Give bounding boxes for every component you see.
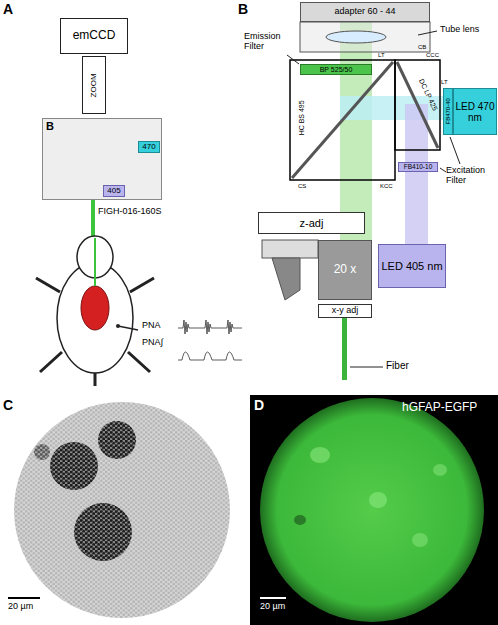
leader-line xyxy=(350,367,383,368)
optical-fiber xyxy=(91,200,95,238)
part-code: CS xyxy=(298,183,306,190)
camera-box: emCCD xyxy=(60,18,128,54)
scale-bar xyxy=(260,597,286,599)
tube-lens xyxy=(326,31,386,43)
stage-box: x-y adj xyxy=(318,304,372,318)
adapter-box: adapter 60 - 44 xyxy=(300,2,430,22)
combiner-cube xyxy=(395,60,440,150)
bright-spot xyxy=(433,464,447,476)
node-text: adapter 60 - 44 xyxy=(334,7,395,17)
electrode xyxy=(118,326,138,330)
stage-box: z-adj xyxy=(258,212,365,234)
bright-spot xyxy=(369,492,387,508)
part-code: CB xyxy=(418,44,426,51)
part-code: LT xyxy=(441,79,448,86)
excitation-filter: FB470-40 xyxy=(443,88,453,135)
part-code: KCC xyxy=(380,183,393,190)
filter-cube xyxy=(290,60,395,180)
electrode-tip xyxy=(116,324,120,328)
dichroic-495 xyxy=(292,62,393,178)
led-box: 405 xyxy=(103,185,125,197)
node-text: 470 xyxy=(142,143,155,152)
fluorescence-image xyxy=(260,398,484,622)
led-box: 470 xyxy=(138,141,160,153)
led-box: LED 470 nm xyxy=(453,88,497,135)
dichroic-425 xyxy=(397,62,438,148)
node-text: B xyxy=(46,120,54,132)
panel-letter: A xyxy=(3,2,13,17)
signal-name: PNA∫ xyxy=(142,338,163,348)
dark-spot xyxy=(34,444,50,460)
mount xyxy=(262,240,318,258)
bright-spot xyxy=(310,447,330,463)
objective-lens: 20 x xyxy=(318,240,372,300)
bright-spot xyxy=(412,533,428,547)
leader-line xyxy=(440,168,446,172)
part-code: CCC xyxy=(426,52,439,59)
node-text: x-y adj xyxy=(332,306,359,316)
scale-label: 20 µm xyxy=(260,602,285,612)
part-name: Excitation Filter xyxy=(446,166,496,186)
pna-raw-trace xyxy=(178,320,242,334)
node-text: emCCD xyxy=(73,29,116,42)
leader-line xyxy=(450,137,460,164)
panel-letter: B xyxy=(238,2,248,17)
mount-arm xyxy=(272,258,300,300)
part-name: Emission Filter xyxy=(244,32,288,52)
part-name: HC BS 495 xyxy=(297,100,305,135)
inset-box: B 470 405 xyxy=(42,118,162,200)
signal-name: PNA xyxy=(142,321,161,331)
leader-line xyxy=(287,55,299,64)
scale-label: 20 µm xyxy=(8,602,33,612)
fluorescence-background xyxy=(250,395,498,625)
fiber-bundle-image xyxy=(14,402,230,618)
dark-spot xyxy=(98,421,136,459)
brainstem-heart xyxy=(81,286,109,330)
zoom-lens: ZOOM xyxy=(82,56,106,114)
dark-spot xyxy=(74,503,132,561)
node-text: BP 525/50 xyxy=(320,66,353,74)
node-text: ZOOM xyxy=(90,73,99,97)
node-text: z-adj xyxy=(300,217,324,229)
panel-letter: D xyxy=(254,398,264,413)
node-text: FB410-10 xyxy=(404,163,433,170)
dark-spot xyxy=(294,515,306,525)
violet-beam xyxy=(405,104,428,244)
part-name: FIGH-016-160S xyxy=(98,207,162,217)
green-beam xyxy=(340,22,372,240)
tube-lens-housing xyxy=(300,22,430,52)
emission-filter: BP 525/50 xyxy=(300,64,372,75)
part-code: LT xyxy=(378,52,385,59)
optical-fiber xyxy=(342,318,347,380)
led-box: LED 405 nm xyxy=(378,244,446,288)
node-text: LED 405 nm xyxy=(381,260,442,272)
excitation-filter: FB410-10 xyxy=(398,162,438,172)
fiber-tip xyxy=(94,238,96,286)
node-text: 20 x xyxy=(334,263,357,276)
node-text: 405 xyxy=(107,187,120,196)
pna-integrated-trace xyxy=(178,352,242,360)
image-label: hGFAP-EGFP xyxy=(402,401,477,414)
leader-line xyxy=(418,31,437,35)
part-name: Tube lens xyxy=(440,25,479,35)
panel-letter: C xyxy=(3,398,13,413)
part-name: Fiber xyxy=(386,360,409,371)
node-text: LED 470 nm xyxy=(454,101,496,123)
scale-bar xyxy=(8,597,40,599)
dark-spot xyxy=(50,442,98,490)
node-text: FB470-40 xyxy=(445,98,452,124)
